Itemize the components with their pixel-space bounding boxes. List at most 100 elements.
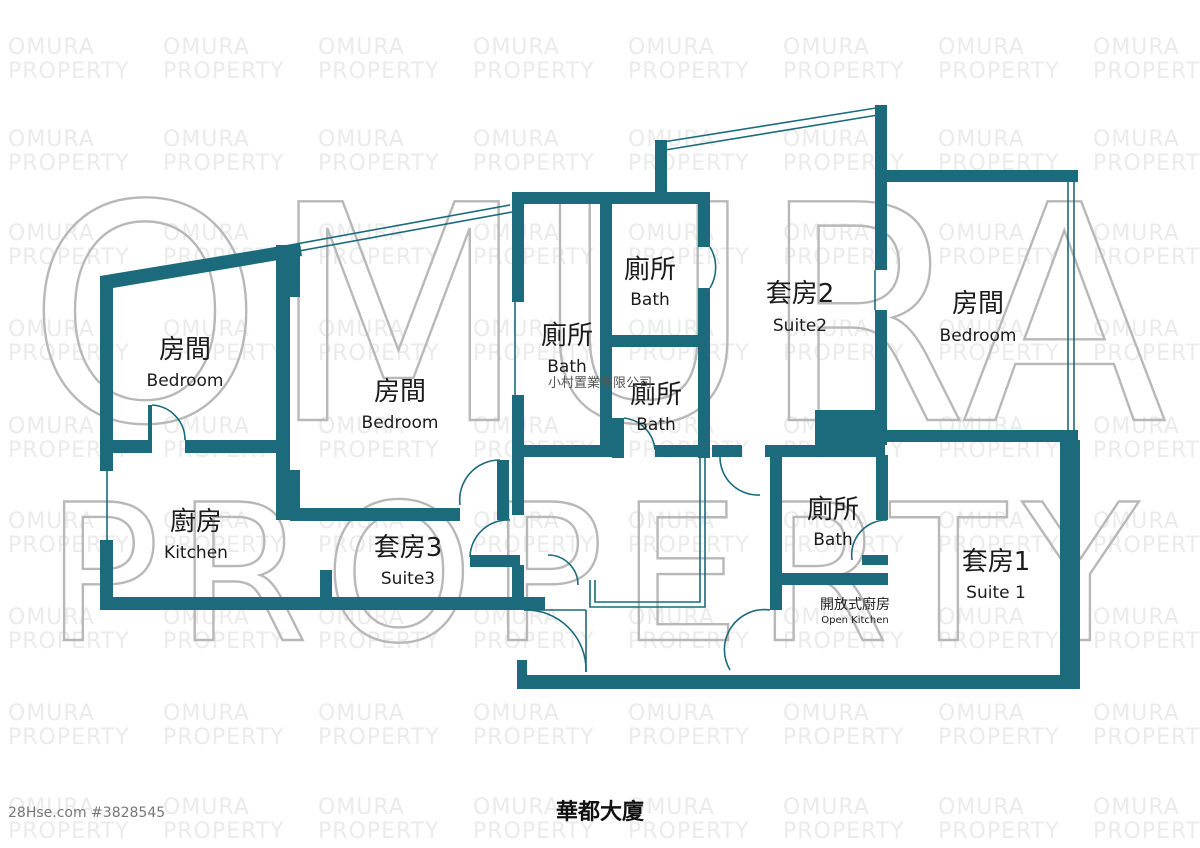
watermark-tile-line1: OMURA <box>473 795 560 820</box>
wall-bedroom-divider <box>276 250 290 515</box>
label-bath-c-zh: 廁所 <box>630 380 682 410</box>
watermark-tile-line2: PROPERTY <box>1093 629 1200 654</box>
watermark-tile-line2: PROPERTY <box>473 151 595 176</box>
watermark-tile-line2: PROPERTY <box>163 629 285 654</box>
door-swing-bedroom-left <box>151 404 186 441</box>
wall-bath-d-right <box>876 455 888 520</box>
watermark-tile-line1: OMURA <box>318 35 405 60</box>
label-suite3-zh: 套房3 <box>374 533 443 563</box>
watermark-tile-line1: OMURA <box>783 795 870 820</box>
walls <box>100 105 1080 689</box>
watermark-tile-line2: PROPERTY <box>318 725 440 750</box>
watermark-tile-line2: PROPERTY <box>938 245 1060 270</box>
watermark-tile-line2: PROPERTY <box>1093 819 1200 844</box>
watermark-tile-line2: PROPERTY <box>783 725 905 750</box>
watermark-tile-line1: OMURA <box>8 221 95 246</box>
wall-bath-c-bottom <box>655 445 710 457</box>
watermark-tile-line1: OMURA <box>938 127 1025 152</box>
watermark-tile-line1: OMURA <box>628 795 715 820</box>
watermark-tile-line1: OMURA <box>628 701 715 726</box>
label-suite2-en: Suite2 <box>773 316 827 336</box>
label-bedroom-left-en: Bedroom <box>147 371 224 391</box>
company-watermark-text: 小村置業有限公司 <box>548 375 652 391</box>
watermark-tile-line1: OMURA <box>1093 414 1180 439</box>
watermark-tile-line2: PROPERTY <box>783 629 905 654</box>
wall-kitchen-top-a <box>113 440 148 453</box>
big-watermark-line2: PROPERTY <box>45 464 1154 685</box>
label-bath-b-en: Bath <box>630 290 670 310</box>
watermark-tile-line1: OMURA <box>938 317 1025 342</box>
watermark-tile-line1: OMURA <box>938 509 1025 534</box>
building-name: 華都大廈 <box>555 800 644 825</box>
wall-bath-left-upper <box>512 192 524 302</box>
label-bath-a-zh: 廁所 <box>541 321 593 351</box>
watermark-tile-line2: PROPERTY <box>1093 151 1200 176</box>
watermark-tile-line1: OMURA <box>783 605 870 630</box>
door-swing-bath-c <box>623 417 656 451</box>
door-swing-bedroom-mid <box>458 459 501 506</box>
watermark-tile-line1: OMURA <box>1093 317 1180 342</box>
watermark-tile-line1: OMURA <box>938 701 1025 726</box>
wall-bath-d-bottom <box>782 573 888 585</box>
watermark-tile-line2: PROPERTY <box>628 59 750 84</box>
watermark-tile-line1: OMURA <box>1093 509 1180 534</box>
watermark-tile-line2: PROPERTY <box>1093 59 1200 84</box>
watermark-tile-line2: PROPERTY <box>938 819 1060 844</box>
watermark-tile-line2: PROPERTY <box>783 533 905 558</box>
watermark-tile-line2: PROPERTY <box>8 725 130 750</box>
watermark-tile-line2: PROPERTY <box>163 341 285 366</box>
watermark-tile-line1: OMURA <box>783 127 870 152</box>
watermark-tile-line1: OMURA <box>8 795 95 820</box>
watermark-tile-line1: OMURA <box>783 317 870 342</box>
watermark-tile-line1: OMURA <box>163 127 250 152</box>
label-suite1-en: Suite 1 <box>966 583 1026 603</box>
watermark-tile-line1: OMURA <box>783 509 870 534</box>
watermark-tile-line1: OMURA <box>473 127 560 152</box>
watermark-tile-line1: OMURA <box>8 414 95 439</box>
watermark-tile-line1: OMURA <box>473 35 560 60</box>
watermark-tile-line2: PROPERTY <box>938 438 1060 463</box>
wall-bottom-main <box>517 675 1080 689</box>
door-swing-entry <box>523 609 587 673</box>
wall-suite2-bottom-left <box>712 445 742 457</box>
label-suite3-en: Suite3 <box>381 569 435 589</box>
wall-suite2-bottom <box>765 445 885 457</box>
window-top-mid-outer <box>662 107 877 143</box>
watermark-tile-line2: PROPERTY <box>938 725 1060 750</box>
wall-right-lower <box>1060 440 1080 689</box>
watermark-tile-line2: PROPERTY <box>163 533 285 558</box>
wall-suite3-right <box>497 460 509 520</box>
watermark-tile-line2: PROPERTY <box>318 59 440 84</box>
wall-bottom-left-stub <box>517 660 527 689</box>
watermark-tile-line1: OMURA <box>1093 221 1180 246</box>
watermark-tile-line2: PROPERTY <box>473 725 595 750</box>
label-bath-c-en: Bath <box>636 415 676 435</box>
watermark-tile-line1: OMURA <box>938 35 1025 60</box>
watermark-tile-line1: OMURA <box>318 701 405 726</box>
watermark-tile-line1: OMURA <box>473 701 560 726</box>
watermark-tile-line1: OMURA <box>938 221 1025 246</box>
watermark-tile-line2: PROPERTY <box>783 819 905 844</box>
wall-bath-d-door-stub <box>862 555 888 565</box>
label-bath-b-zh: 廁所 <box>624 255 676 285</box>
wall-kitchen-top-b <box>185 440 277 453</box>
label-bedroom-mid-zh: 房間 <box>374 377 426 407</box>
